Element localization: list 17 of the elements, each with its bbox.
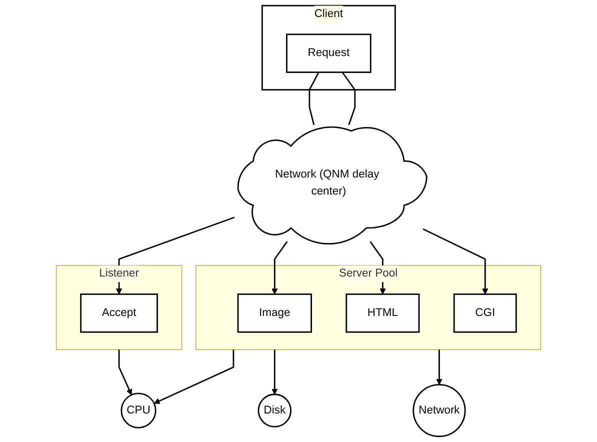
node-circle: Network (412, 384, 466, 438)
node-box: Image (237, 293, 312, 333)
node-box: CGI (453, 293, 517, 333)
arrow (272, 241, 288, 294)
node-circle: CPU (120, 392, 156, 428)
arrow (422, 228, 488, 294)
node-box: HTML (346, 293, 420, 333)
connector (342, 72, 356, 126)
node-box: Request (286, 34, 372, 73)
arrow (118, 350, 132, 396)
node-box: Accept (80, 293, 158, 333)
arrow (116, 216, 235, 294)
connector (308, 72, 320, 126)
arrow (272, 350, 278, 395)
node-circle: Disk (258, 394, 292, 428)
arrow (154, 350, 234, 404)
arrow (436, 350, 442, 385)
